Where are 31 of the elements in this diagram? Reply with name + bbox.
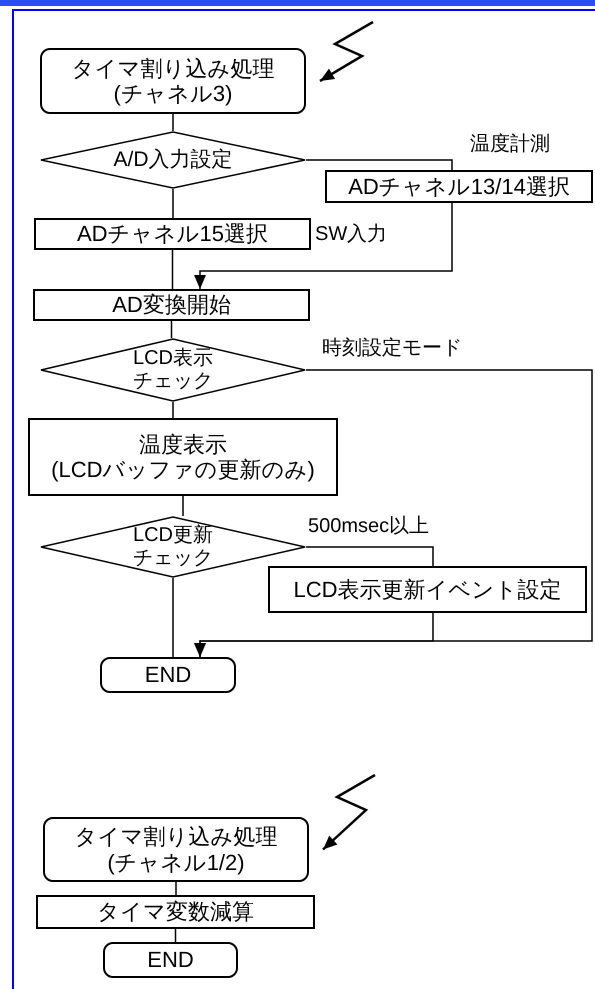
node-text: ADチャネル13/14選択 [348,174,570,200]
node-text: LCD表示更新イベント設定 [293,576,562,602]
node-text: LCD更新チェック [132,524,214,570]
node-text: ADチャネル15選択 [76,221,268,247]
edge-label: 温度計測 [468,134,552,154]
process-box [33,289,310,321]
node-text: タイマ割り込み処理 [72,56,274,81]
node-text: (LCDバッファの更新のみ) [51,457,315,482]
decision-diamond [40,131,306,189]
node-text: AD変換開始 [112,292,231,318]
terminal-box [43,817,309,882]
node-text: タイマ割り込み処理 [74,824,278,850]
node-text: 温度表示 [139,432,227,457]
terminal-box [100,657,236,693]
process-box [36,895,315,929]
process-box [325,170,593,203]
node-text: END [147,947,194,973]
process-box [268,566,587,613]
node-text: A/D入力設定 [113,148,232,172]
node-text: END [144,662,192,688]
node-text: タイマ変数減算 [97,899,254,925]
process-box [28,418,338,496]
terminal-box [40,48,306,114]
branch-label: SW入力 [315,224,388,244]
node-text: LCD表示チェック [132,347,214,393]
edge-label: 500msec以上 [306,516,432,536]
decision-diamond [40,338,306,402]
node-text: (チャネル3) [114,81,232,106]
node-text: (チャネル1/2) [107,850,245,875]
terminal-box [103,942,238,978]
decision-diamond [40,516,306,578]
